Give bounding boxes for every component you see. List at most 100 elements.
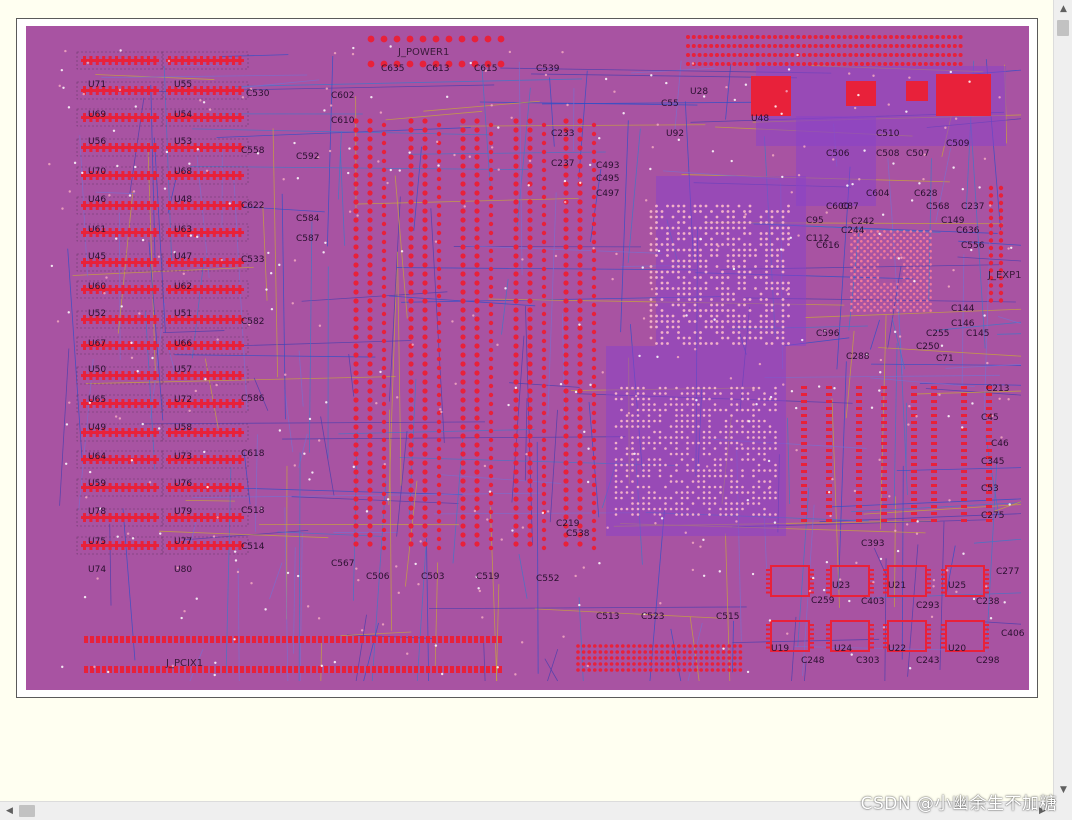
scroll-left-arrow-icon[interactable]: ◀ bbox=[6, 806, 13, 816]
dimm-pad bbox=[881, 421, 887, 424]
pci-pin bbox=[324, 636, 328, 643]
via bbox=[196, 148, 200, 151]
bga-ball bbox=[902, 236, 906, 240]
horizontal-scroll-thumb[interactable] bbox=[19, 805, 35, 817]
bga-ball bbox=[759, 325, 763, 329]
dimm-pad bbox=[801, 484, 807, 487]
bga-ball bbox=[763, 441, 766, 445]
via-pad bbox=[563, 397, 569, 403]
bga-ball bbox=[866, 246, 870, 250]
via-pad bbox=[513, 208, 519, 214]
via bbox=[850, 653, 853, 656]
scroll-up-arrow-icon[interactable]: ▲ bbox=[1060, 4, 1067, 14]
via bbox=[643, 612, 646, 615]
via-pad bbox=[527, 307, 533, 313]
header-pin bbox=[825, 35, 830, 39]
via-pad bbox=[460, 541, 466, 547]
bga-ball bbox=[741, 502, 744, 505]
header-pin bbox=[581, 668, 586, 672]
via-pad bbox=[381, 356, 387, 362]
header-pin bbox=[819, 53, 824, 57]
via-pad bbox=[563, 460, 569, 466]
header-pin bbox=[677, 668, 681, 672]
bga-ball bbox=[899, 253, 903, 256]
dimm-pad bbox=[826, 386, 832, 389]
bga-ball bbox=[702, 430, 706, 434]
bga-ball bbox=[860, 292, 863, 296]
bga-ball bbox=[909, 263, 913, 266]
ic-pin bbox=[826, 642, 831, 644]
bga-ball bbox=[636, 397, 640, 401]
ic-pin bbox=[926, 582, 931, 585]
bga-ball bbox=[708, 419, 711, 423]
bga-ball bbox=[743, 287, 746, 290]
via-pad bbox=[563, 469, 569, 475]
via-pad bbox=[460, 289, 466, 295]
component-ref-label: U46 bbox=[88, 195, 106, 205]
chip-pin bbox=[200, 315, 203, 324]
via bbox=[582, 566, 585, 569]
header-pin bbox=[906, 35, 911, 39]
chip-pin bbox=[108, 541, 112, 550]
bga-ball bbox=[748, 232, 752, 235]
scroll-right-arrow-icon[interactable]: ▶ bbox=[1039, 806, 1046, 816]
chip-pin bbox=[200, 258, 203, 267]
bga-ball bbox=[853, 292, 856, 296]
component-ref-label: U45 bbox=[88, 252, 106, 262]
via bbox=[451, 320, 454, 323]
bga-ball bbox=[649, 270, 653, 274]
via-pad bbox=[513, 163, 519, 169]
via-pad bbox=[436, 284, 442, 290]
bga-ball bbox=[675, 425, 678, 428]
pci-pin bbox=[312, 666, 316, 673]
vertical-scroll-thumb[interactable] bbox=[1057, 20, 1069, 36]
pci-pin bbox=[264, 636, 268, 643]
chip-outline bbox=[76, 508, 164, 527]
header-pin bbox=[749, 53, 754, 57]
scroll-down-arrow-icon[interactable]: ▼ bbox=[1060, 785, 1067, 795]
via-pad bbox=[367, 217, 373, 223]
via bbox=[887, 103, 890, 106]
bga-ball bbox=[781, 298, 785, 301]
bga-ball bbox=[726, 226, 730, 230]
bga-ball bbox=[850, 296, 853, 299]
chip-pad-row bbox=[166, 174, 244, 177]
chip-pin bbox=[200, 483, 203, 492]
bga-ball bbox=[671, 303, 675, 307]
header-pin bbox=[755, 53, 760, 57]
header-pin bbox=[958, 35, 963, 39]
bga-ball bbox=[754, 265, 757, 268]
header-pin bbox=[715, 35, 719, 39]
vertical-scrollbar[interactable]: ▲ ▼ bbox=[1053, 0, 1072, 801]
via-pad bbox=[436, 365, 442, 371]
via bbox=[913, 280, 916, 283]
bga-ball bbox=[664, 507, 667, 511]
dimm-pad bbox=[856, 407, 862, 410]
via bbox=[212, 535, 216, 538]
bga-ball bbox=[631, 463, 634, 467]
header-pin bbox=[726, 62, 731, 66]
header-pin bbox=[790, 62, 795, 66]
exp-pin bbox=[988, 223, 994, 228]
bga-ball bbox=[763, 397, 766, 401]
bga-ball bbox=[726, 314, 730, 318]
header-pin bbox=[710, 644, 715, 648]
pci-pin bbox=[192, 666, 196, 673]
header-pin bbox=[697, 53, 702, 57]
bga-ball bbox=[765, 298, 768, 301]
dimm-pad bbox=[931, 484, 937, 487]
bga-ball bbox=[686, 447, 689, 450]
bga-ball bbox=[732, 237, 735, 241]
power-pin bbox=[471, 35, 479, 43]
horizontal-scrollbar[interactable]: ◀ ▶ bbox=[0, 801, 1053, 820]
via bbox=[148, 481, 152, 484]
chip-pin bbox=[115, 143, 118, 152]
header-pin bbox=[710, 650, 715, 654]
via-pad bbox=[527, 127, 533, 133]
chip-pin bbox=[193, 56, 197, 65]
bga-ball bbox=[647, 408, 651, 412]
chip-pad-row bbox=[166, 544, 244, 547]
via bbox=[717, 245, 720, 248]
